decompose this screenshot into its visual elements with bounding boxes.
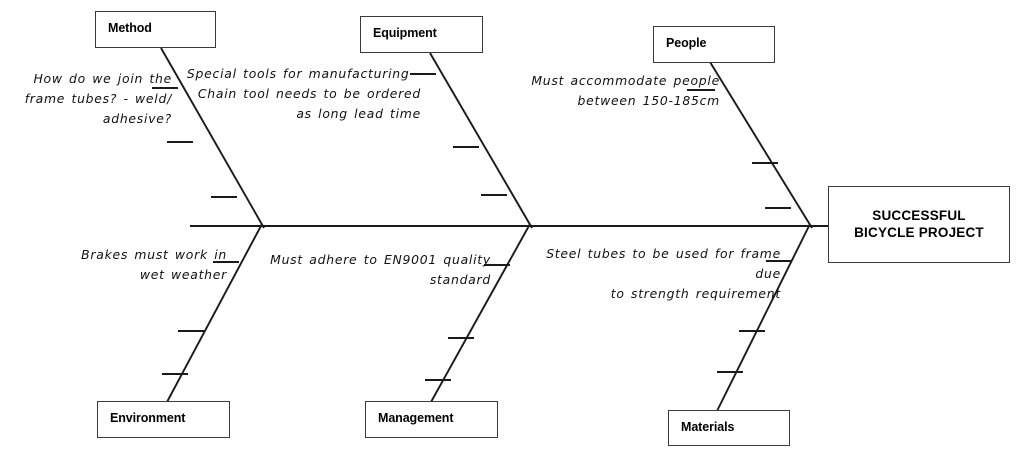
category-label-people: People — [666, 36, 707, 50]
bone-line-equipment — [429, 52, 533, 229]
cause-text-method: How do we join the frame tubes? - weld/ … — [24, 71, 172, 127]
category-box-management[interactable]: Management — [365, 401, 498, 438]
category-label-management: Management — [378, 411, 454, 425]
category-box-environment[interactable]: Environment — [97, 401, 230, 438]
effect-box[interactable]: SUCCESSFUL BICYCLE PROJECT — [828, 186, 1010, 263]
cause-text-equipment: Special tools for manufacturing - Chain … — [186, 66, 421, 122]
bone-line-materials — [716, 223, 811, 412]
category-label-method: Method — [108, 21, 152, 35]
bone-line-environment — [166, 223, 263, 403]
category-box-materials[interactable]: Materials — [668, 410, 790, 446]
category-box-equipment[interactable]: Equipment — [360, 16, 483, 53]
bone-line-people — [709, 61, 813, 229]
bone-line-method — [160, 47, 265, 229]
cause-text-materials: Steel tubes to be used for frame due to … — [546, 246, 781, 302]
category-box-people[interactable]: People — [653, 26, 775, 63]
category-label-materials: Materials — [681, 420, 735, 434]
effect-label: SUCCESSFUL BICYCLE PROJECT — [854, 208, 984, 240]
bone-line-management — [430, 223, 531, 403]
category-label-environment: Environment — [110, 411, 186, 425]
category-label-equipment: Equipment — [373, 26, 437, 40]
cause-text-management: Must adhere to EN9001 quality standard — [270, 252, 491, 288]
category-box-method[interactable]: Method — [95, 11, 216, 48]
cause-text-environment: Brakes must work in wet weather — [81, 247, 227, 283]
cause-text-people: Must accommodate people between 150-185c… — [531, 73, 720, 109]
